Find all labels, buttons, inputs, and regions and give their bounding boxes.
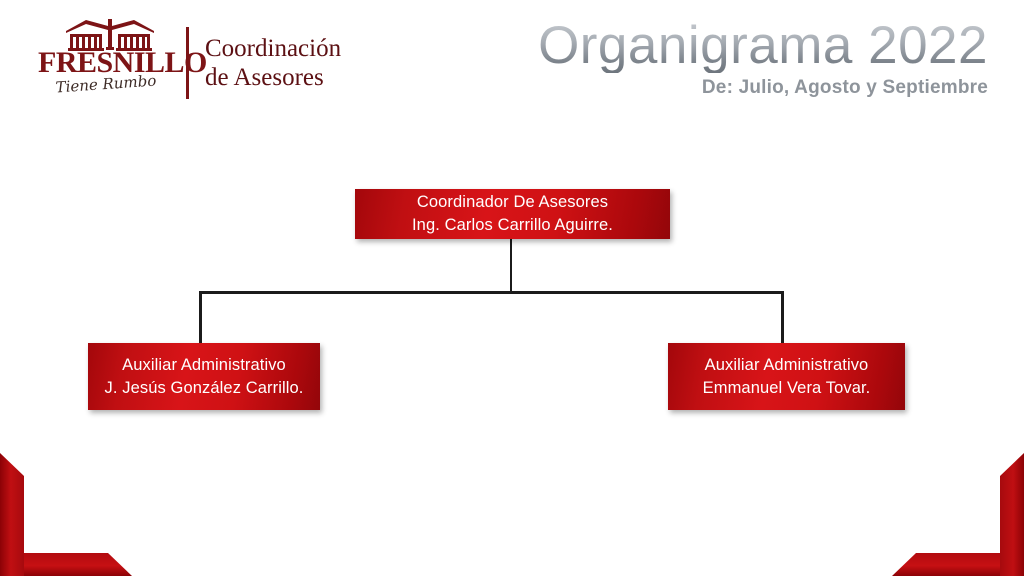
connector-left-drop [199,291,202,344]
connector-root-drop [510,238,512,292]
org-node-auxiliar-1: Auxiliar Administrativo J. Jesús Gonzále… [88,343,320,410]
connector-right-drop [781,291,784,344]
department-name: Coordinación de Asesores [205,34,342,91]
page-subtitle: De: Julio, Agosto y Septiembre [701,77,988,99]
org-node-auxiliar-2: Auxiliar Administrativo Emmanuel Vera To… [668,343,905,410]
org-node-coordinador: Coordinador De Asesores Ing. Carlos Carr… [355,189,670,239]
corner-bracket-right-icon [892,453,1024,576]
corner-bracket-left-icon [0,453,132,576]
logo-lockup: FRESNILLO Tiene Rumbo Coordinación de As… [38,14,348,112]
connector-crossbar [199,291,784,294]
page-title: Organigrama 2022 [538,16,988,75]
fresnillo-arcade-building-icon [66,19,154,51]
title-block: Organigrama 2022 De: Julio, Agosto y Sep… [538,18,988,99]
logo-divider [186,27,189,99]
